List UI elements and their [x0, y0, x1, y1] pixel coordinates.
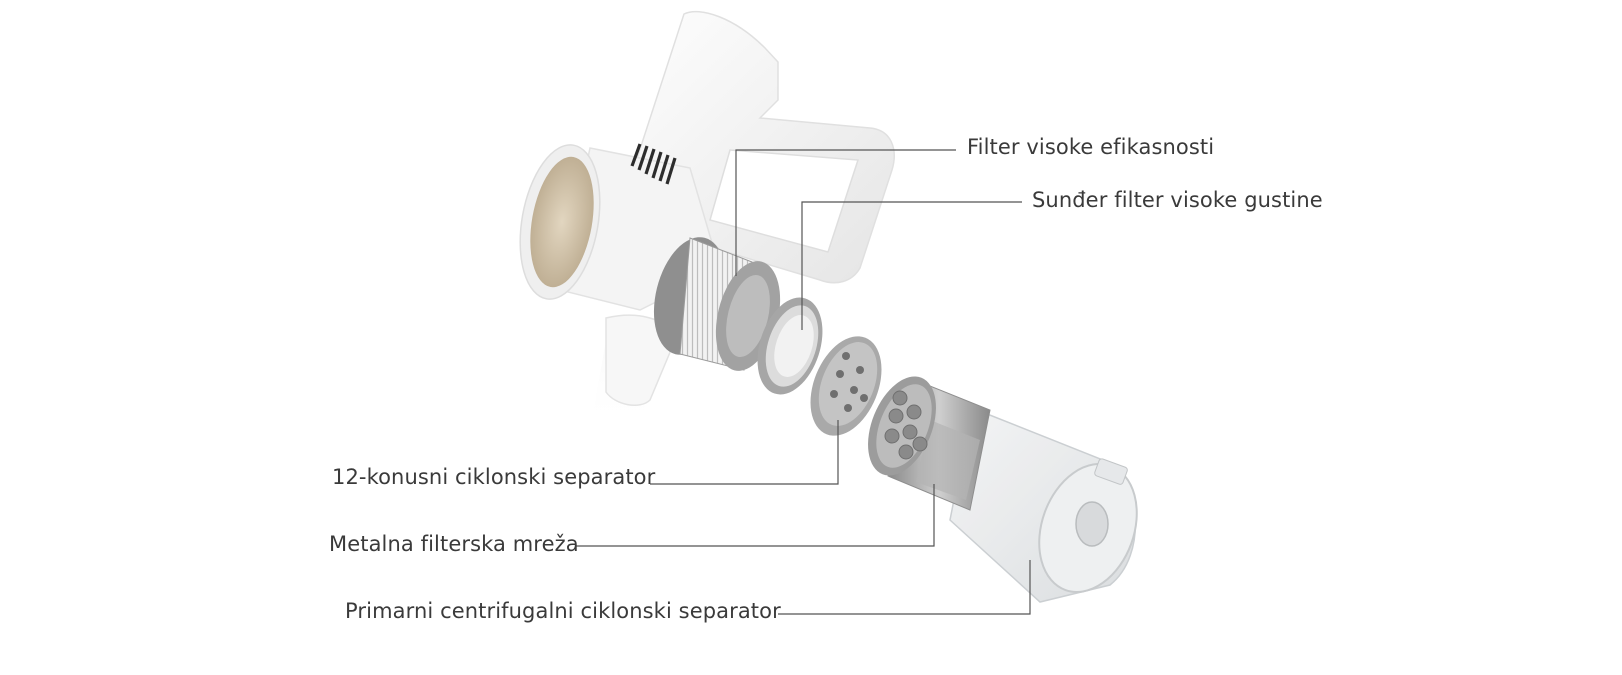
label-sponge-filter: Sunđer filter visoke gustine: [1032, 188, 1323, 212]
leader-hepa: [735, 149, 956, 276]
leader-mesh: [576, 484, 935, 547]
label-metal-mesh: Metalna filterska mreža: [329, 532, 579, 556]
label-hepa-filter: Filter visoke efikasnosti: [967, 135, 1215, 159]
hepa-filter-part: [653, 237, 781, 371]
label-primary-separator: Primarni centrifugalni ciklonski separat…: [345, 599, 781, 623]
leader-lines: [576, 149, 1031, 615]
sponge-filter-part: [757, 297, 823, 395]
cone-separator-cap: [810, 336, 882, 436]
dust-bin-assembly: [868, 376, 1138, 603]
vent-grille: [630, 143, 677, 185]
leader-primary: [778, 560, 1031, 615]
label-cone-separator: 12-konusni ciklonski separator: [332, 465, 656, 489]
leader-sponge: [801, 201, 1022, 330]
leader-cone: [650, 420, 839, 485]
